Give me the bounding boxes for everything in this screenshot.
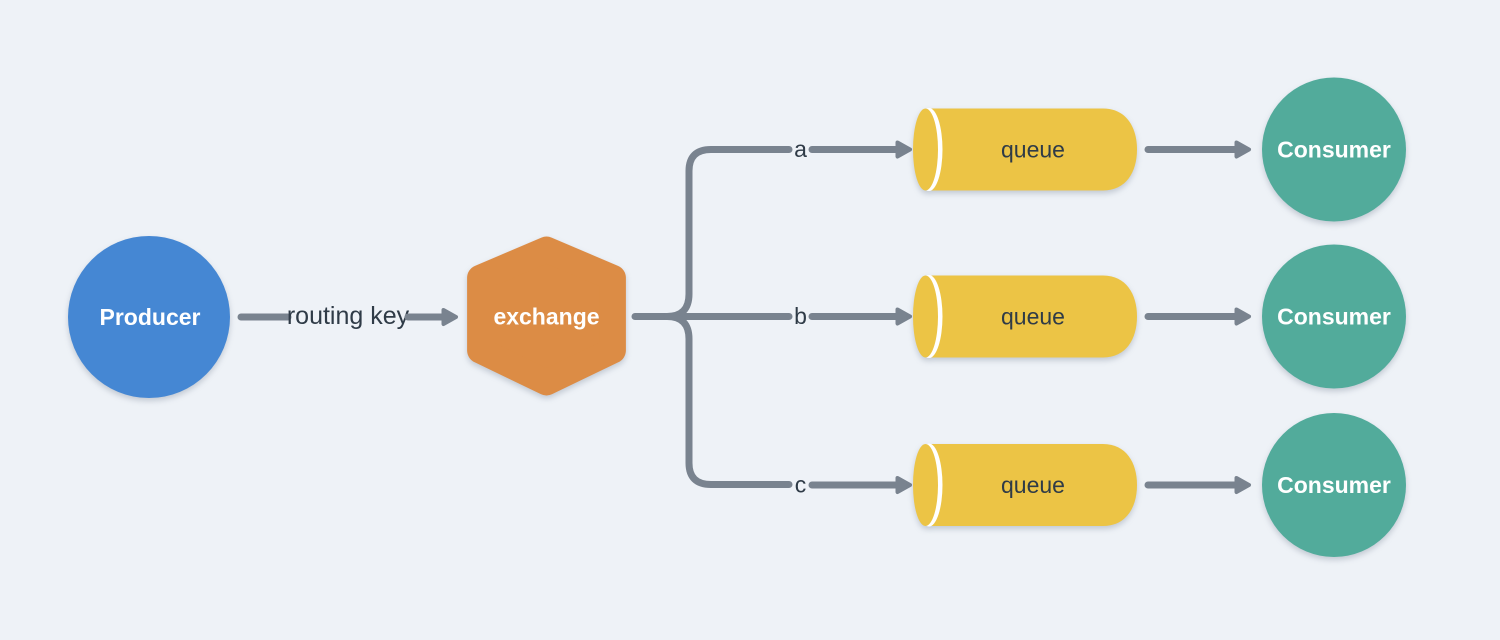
queue-label-a: queue <box>1001 137 1065 163</box>
branch-row-c: c queue Consumer <box>795 413 1406 557</box>
queue-label-b: queue <box>1001 304 1065 330</box>
consumer-circle <box>1262 77 1406 222</box>
branch-row-b: b queue Consumer <box>794 244 1406 389</box>
consumer-label-b: Consumer <box>1277 304 1391 330</box>
routing-key-label: routing key <box>287 302 410 330</box>
queue-cap <box>913 108 938 191</box>
producer-label: Producer <box>100 304 201 330</box>
exchange-hexagon-outline <box>467 236 626 396</box>
queue-cap <box>913 275 938 358</box>
queue-node-a <box>913 108 1137 191</box>
queue-body <box>929 275 1137 358</box>
exchange-node <box>467 236 626 396</box>
producer-node <box>68 236 230 398</box>
queue-label-c: queue <box>1001 472 1065 498</box>
binding-key-label-b: b <box>794 303 807 329</box>
consumer-node-a <box>1262 77 1406 222</box>
queue-node-b <box>913 275 1137 358</box>
branch-row-a: a queue Consumer <box>794 77 1406 222</box>
binding-key-label-c: c <box>795 472 807 498</box>
fanout-upper-line <box>663 146 793 320</box>
queue-node-c <box>913 443 1137 527</box>
binding-key-label-a: a <box>794 136 807 162</box>
consumer-label-c: Consumer <box>1277 472 1391 498</box>
consumer-circle <box>1262 244 1406 389</box>
queue-body <box>929 444 1137 526</box>
consumer-node-b <box>1262 244 1406 389</box>
consumer-circle <box>1262 413 1406 557</box>
queue-cap <box>913 444 938 526</box>
producer-circle <box>68 236 230 398</box>
consumer-node-c <box>1262 413 1406 557</box>
exchange-hexagon <box>480 249 613 383</box>
queue-body <box>929 108 1137 191</box>
consumer-label-a: Consumer <box>1277 137 1391 163</box>
fanout-lower-line <box>663 313 793 488</box>
exchange-label: exchange <box>493 304 599 330</box>
